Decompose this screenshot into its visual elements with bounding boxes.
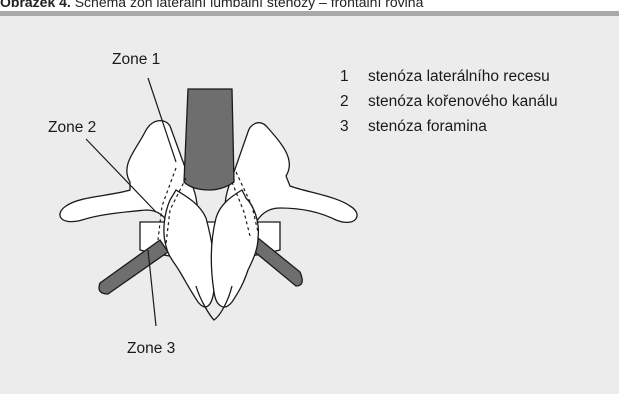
zone-1-label: Zone 1 xyxy=(112,51,160,69)
zone-2-label: Zone 2 xyxy=(48,119,96,137)
dural-sac xyxy=(184,89,234,190)
legend-number: 3 xyxy=(340,114,368,139)
right-articular-process xyxy=(211,190,258,307)
legend-text: stenóza laterálního recesu xyxy=(368,68,550,85)
legend-number: 1 xyxy=(340,64,368,89)
zone-3-label: Zone 3 xyxy=(127,340,175,358)
legend-text: stenóza foramina xyxy=(368,118,487,135)
legend-text: stenóza kořenového kanálu xyxy=(368,93,558,110)
left-nerve-root xyxy=(99,240,168,294)
legend-number: 2 xyxy=(340,89,368,114)
